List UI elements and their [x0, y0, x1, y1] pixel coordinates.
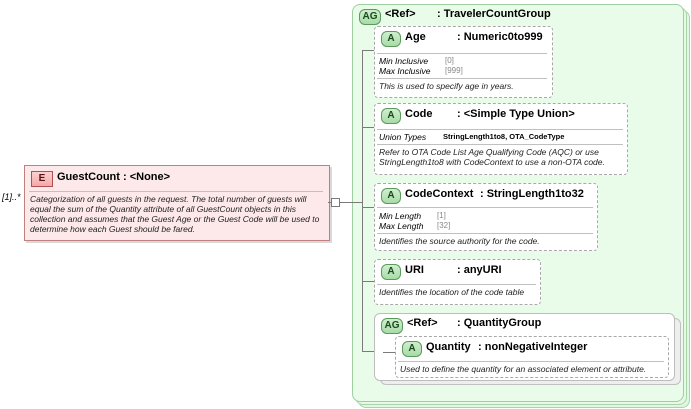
attribute-age[interactable]: A Age : Numeric0to999 Min Inclusive [0] …: [374, 26, 553, 98]
attribute-badge-icon: A: [381, 108, 401, 124]
age-type: : Numeric0to999: [457, 31, 543, 43]
code-name: Code: [405, 108, 433, 120]
attribute-group-badge-icon: AG: [381, 318, 403, 334]
union-label: Union Types: [379, 132, 427, 142]
facet-value: [32]: [437, 221, 451, 230]
quantity-type: : nonNegativeInteger: [478, 341, 588, 353]
uri-doc: Identifies the location of the code tabl…: [379, 287, 525, 297]
quantity-group-ref: <Ref>: [407, 317, 438, 329]
facet-key: Max Length: [379, 221, 424, 231]
quantity-group[interactable]: AG <Ref> : QuantityGroup A Quantity : no…: [374, 313, 675, 381]
sequence-connector-icon: [331, 198, 340, 207]
divider: [377, 78, 547, 79]
union-value: StringLength1to8, OTA_CodeType: [443, 132, 565, 141]
cardinality-label: [1]..*: [2, 192, 21, 202]
divider: [377, 284, 536, 285]
branch-quantity: [383, 352, 397, 353]
facet-key: Max Inclusive: [379, 66, 431, 76]
attribute-badge-icon: A: [381, 188, 401, 204]
divider: [377, 53, 547, 54]
code-context-type: : StringLength1to32: [480, 188, 584, 200]
guest-count-doc: Categorization of all guests in the requ…: [30, 194, 320, 234]
divider: [377, 233, 593, 234]
quantity-name: Quantity: [426, 341, 471, 353]
code-doc: Refer to OTA Code List Age Qualifying Co…: [379, 147, 605, 167]
element-badge-icon: E: [31, 171, 53, 187]
divider: [398, 361, 664, 362]
facet-key: Min Length: [379, 211, 422, 221]
attribute-badge-icon: A: [381, 264, 401, 280]
age-doc: This is used to specify age in years.: [379, 81, 514, 91]
branch-uri: [362, 281, 374, 282]
uri-name: URI: [405, 264, 424, 276]
guest-count-title: GuestCount : <None>: [57, 171, 171, 183]
code-type: : <Simple Type Union>: [457, 108, 575, 120]
divider: [29, 191, 323, 192]
group-name-label: : TravelerCountGroup: [437, 8, 551, 20]
facet-value: [999]: [445, 66, 463, 75]
guest-count-element[interactable]: E GuestCount : <None> Categorization of …: [24, 165, 330, 241]
branch-age: [362, 50, 374, 51]
attribute-group-badge-icon: AG: [359, 9, 381, 25]
group-ref-label: <Ref>: [385, 8, 416, 20]
age-name: Age: [405, 31, 426, 43]
code-context-doc: Identifies the source authority for the …: [379, 236, 540, 246]
branch-quantitygroup: [362, 351, 374, 352]
attribute-code-context[interactable]: A CodeContext : StringLength1to32 Min Le…: [374, 183, 598, 251]
attribute-code[interactable]: A Code : <Simple Type Union> Union Types…: [374, 103, 628, 175]
code-context-name: CodeContext: [405, 188, 474, 200]
attribute-badge-icon: A: [381, 31, 401, 47]
attribute-uri[interactable]: A URI : anyURI Identifies the location o…: [374, 259, 541, 305]
facet-key: Min Inclusive: [379, 56, 429, 66]
quantity-doc: Used to define the quantity for an assoc…: [400, 364, 647, 374]
facet-value: [0]: [445, 56, 454, 65]
attribute-badge-icon: A: [402, 341, 422, 357]
facet-value: [1]: [437, 211, 446, 220]
attribute-quantity[interactable]: A Quantity : nonNegativeInteger Used to …: [395, 336, 669, 378]
branch-codecontext: [362, 207, 374, 208]
quantity-group-name: : QuantityGroup: [457, 317, 542, 329]
divider: [377, 129, 623, 130]
bus-link: [342, 202, 362, 203]
bus-line: [362, 50, 363, 351]
divider: [377, 207, 593, 208]
divider: [377, 144, 623, 145]
branch-code: [362, 127, 374, 128]
uri-type: : anyURI: [457, 264, 502, 276]
